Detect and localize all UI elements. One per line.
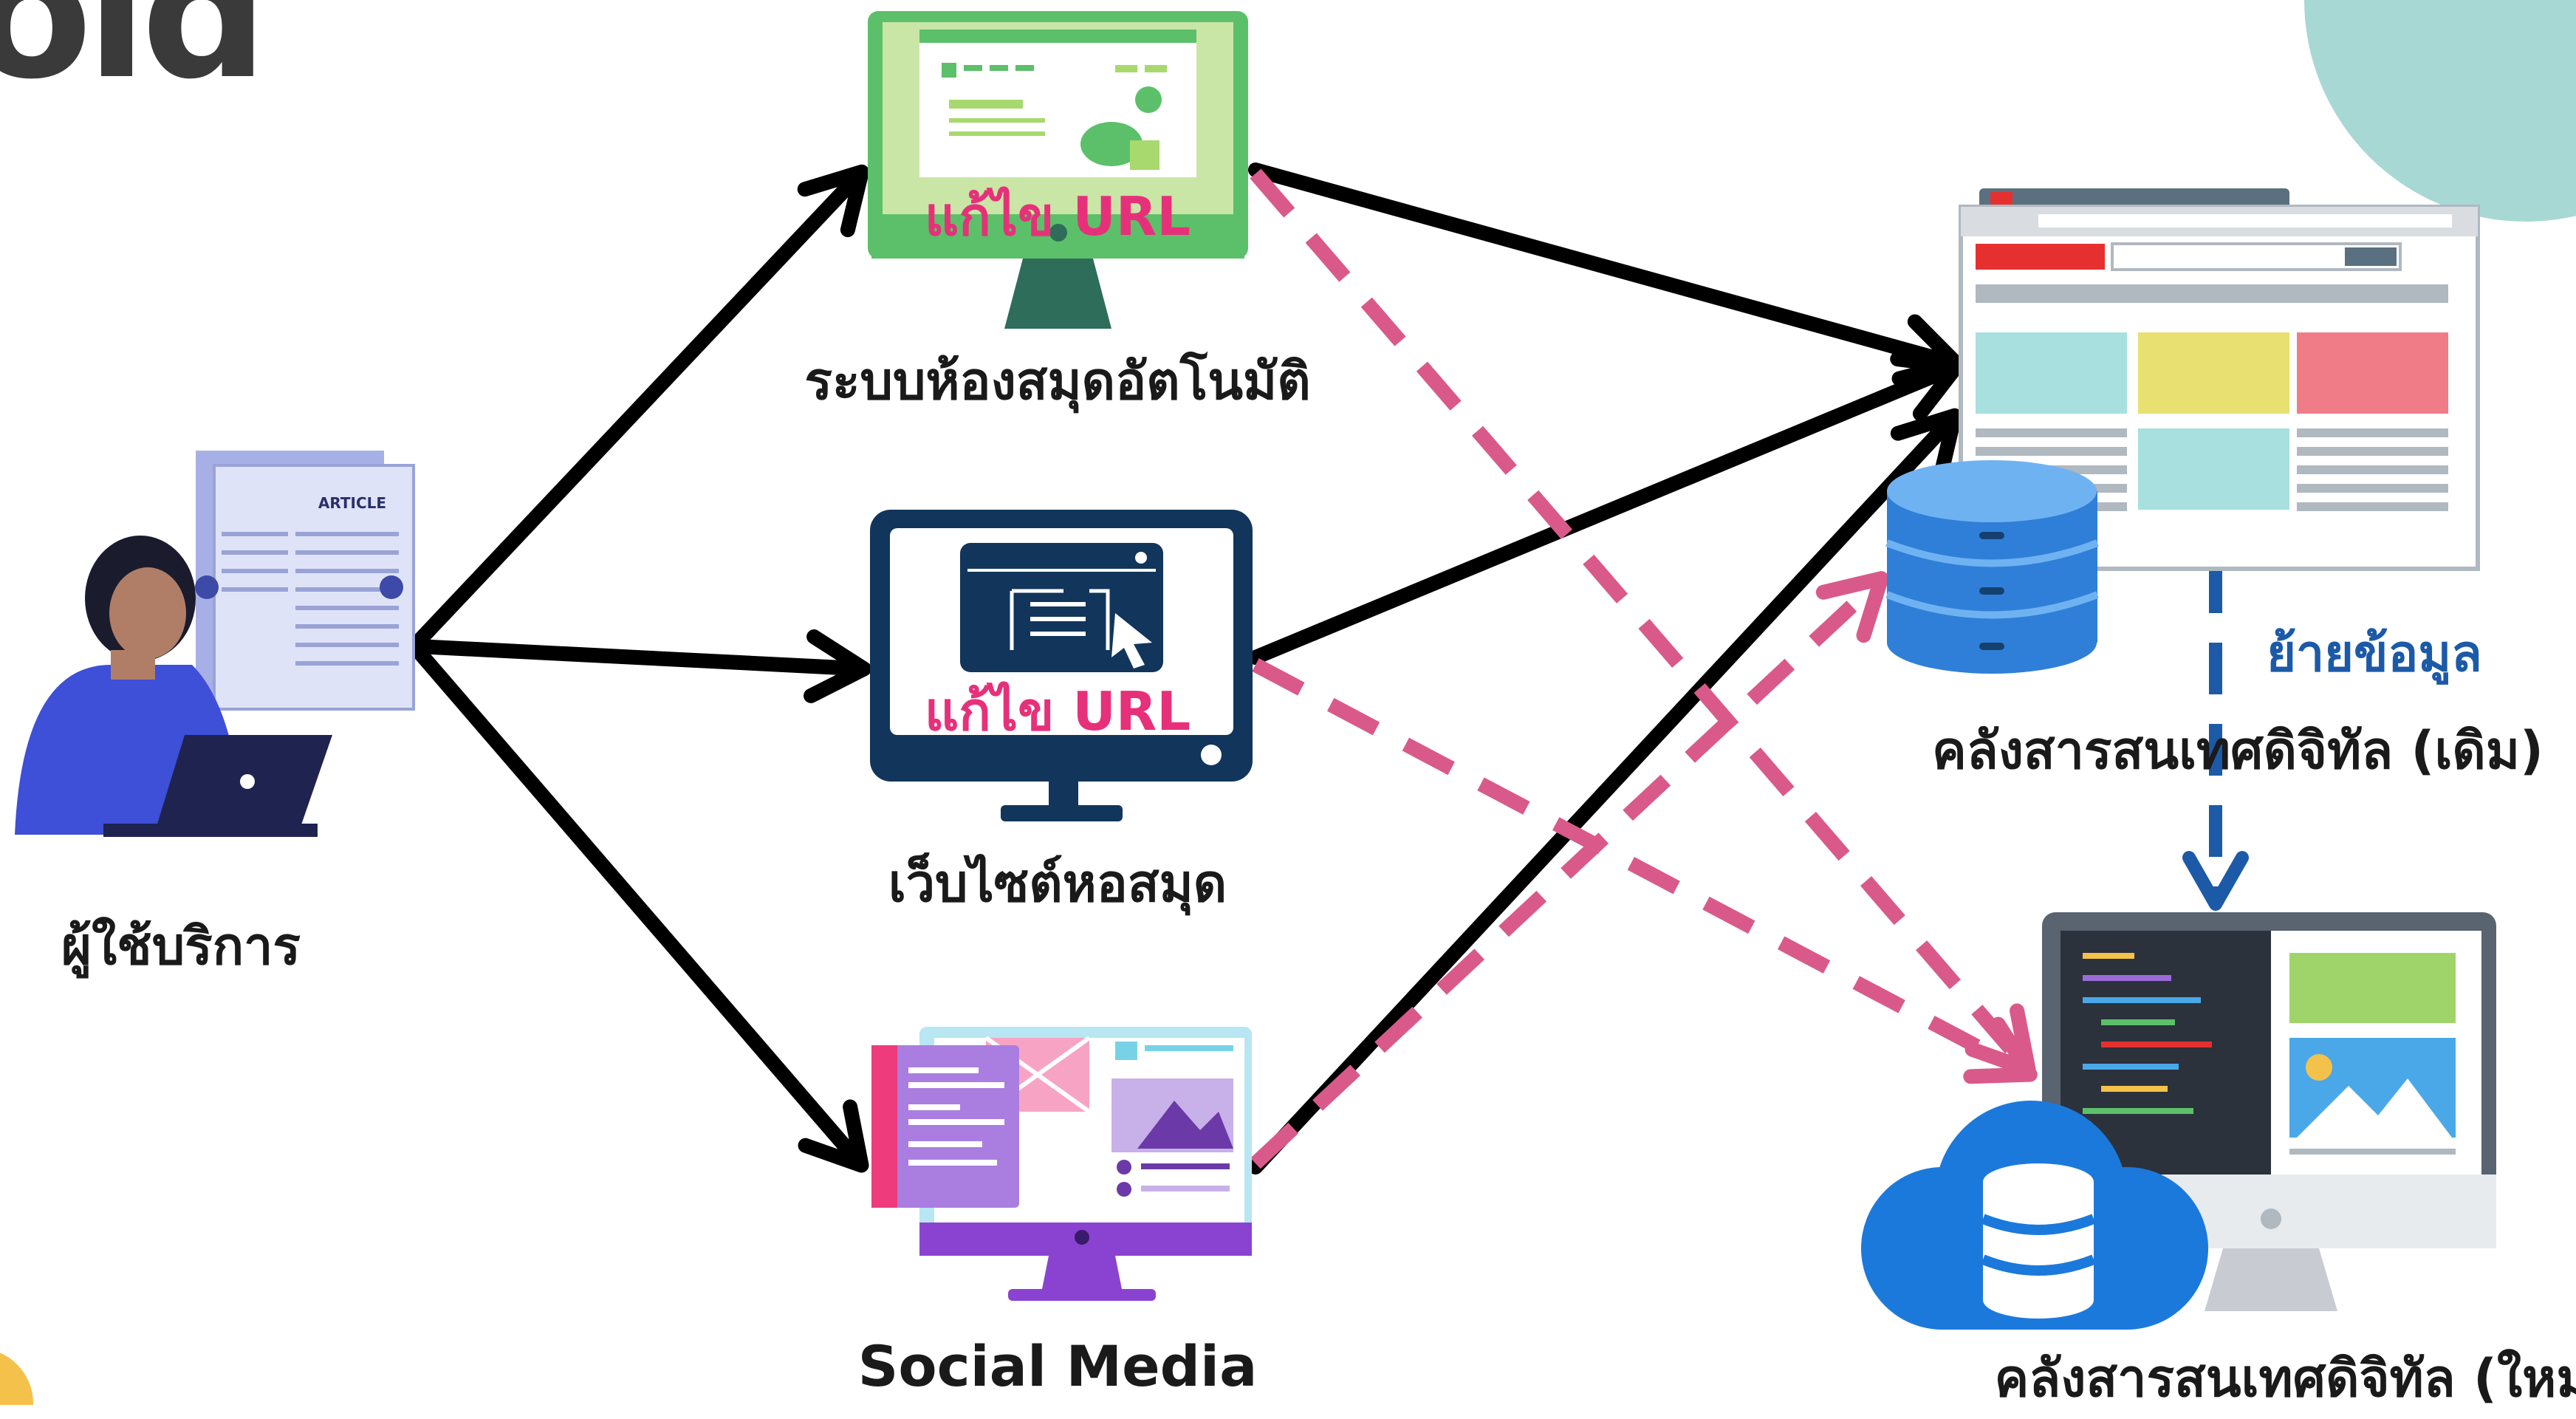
arrow-social-to-repository <box>1248 408 1962 1174</box>
cloud-database-icon <box>1861 1101 2208 1330</box>
database-icon <box>1885 460 2099 674</box>
migration-label: ย้ายข้อมูล <box>2267 625 2482 683</box>
user-illustration <box>15 451 415 837</box>
coin-icon <box>1135 86 1162 113</box>
arrow-user-to-social-media <box>410 643 869 1173</box>
piggy-bank-icon <box>1080 122 1143 166</box>
dashed-arrow-website-to-new-repo <box>1252 658 2038 1084</box>
cursor-icon <box>1010 589 1152 669</box>
prev-page-icon <box>195 575 219 599</box>
teal-corner-circle <box>2304 0 2576 222</box>
library-system-label: ระบบห้องสมุดอัตโนมัติ <box>804 351 1311 411</box>
user-label: ผู้ใช้บริการ <box>61 916 301 977</box>
yellow-corner-circle <box>0 1353 33 1419</box>
picture-icon <box>2297 1078 2452 1138</box>
image-icon <box>1137 1101 1233 1149</box>
library-website-monitor-icon <box>870 510 1253 821</box>
next-page-icon <box>380 575 403 599</box>
corner-title: old <box>0 0 268 118</box>
arrow-user-to-library-website <box>410 629 871 703</box>
dashed-arrow-library-system-to-new-repo <box>1250 168 2036 1077</box>
library-website-edit-tag: แก้ไข URL <box>924 680 1191 742</box>
social-media-label: Social Media <box>857 1333 1258 1399</box>
arrow-library-system-to-repository <box>1248 163 1964 386</box>
arrow-user-to-library-system <box>410 164 869 650</box>
dashed-arrow-social-to-repository <box>1250 571 1889 1169</box>
library-system-edit-tag: แก้ไข URL <box>924 185 1191 247</box>
arrow-website-to-repository <box>1248 352 1964 665</box>
library-website-label: เว็บไซต์หอสมุด <box>888 853 1227 914</box>
article-label: ARTICLE <box>318 494 386 512</box>
article-lines-icon <box>222 532 399 666</box>
library-system-monitor-icon <box>868 11 1248 329</box>
repository-new-label: คลังสารสนเทศดิจิทัล (ใหม่) <box>1994 1348 2576 1409</box>
repository-old-label: คลังสารสนเทศดิจิทัล (เดิม) <box>1931 720 2544 781</box>
social-media-monitor-icon <box>871 1027 1252 1301</box>
new-repository-monitor-icon <box>2042 912 2496 1311</box>
